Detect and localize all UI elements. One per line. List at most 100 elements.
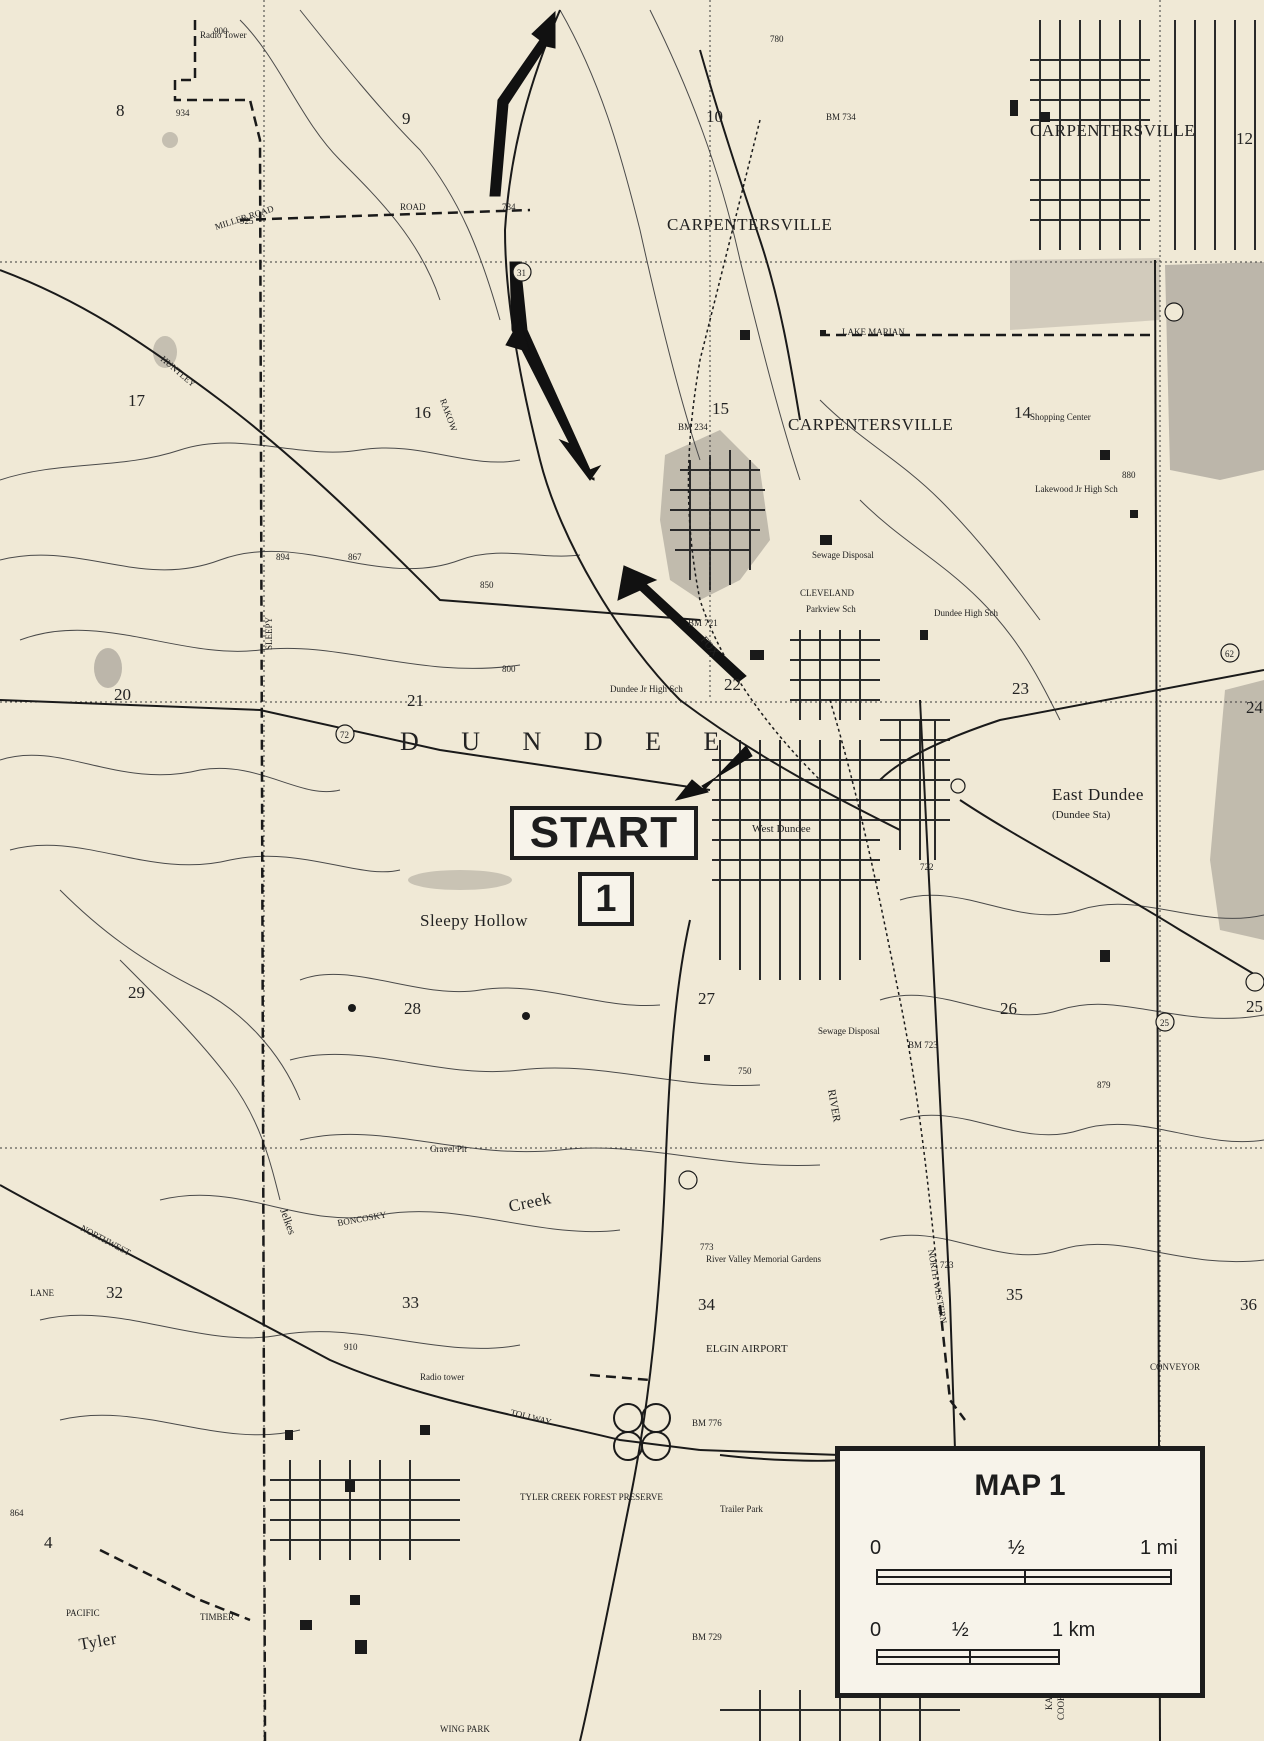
elevation-label: 750: [738, 1066, 752, 1076]
section-number: 27: [698, 989, 716, 1008]
contour-lines: [0, 9, 1264, 1436]
elevation-label: 925: [240, 216, 254, 226]
bm-776-label: BM 776: [692, 1418, 722, 1428]
route-shields: [335, 262, 1264, 1190]
pacific-label: PACIFIC: [66, 1608, 100, 1618]
dundee-jr-high-label: Dundee Jr High Sch: [610, 684, 683, 694]
section-number: 29: [128, 983, 145, 1002]
route-path: [489, 10, 753, 801]
carpentersville-mid-label: CARPENTERSVILLE: [788, 415, 953, 434]
sleepy-label: SLEEPY: [264, 616, 274, 650]
section-number: 4: [44, 1533, 53, 1552]
huntley-label: HUNTLEY: [159, 354, 198, 389]
elevation-label: 867: [348, 552, 362, 562]
scale-km-end: 1 km: [1052, 1619, 1096, 1641]
scale-bar-km: [876, 1649, 1060, 1665]
bm-729-label: BM 729: [692, 1632, 722, 1642]
elevation-label: 780: [770, 34, 784, 44]
scale-mi-half: ½: [1008, 1537, 1025, 1559]
scale-km-half: ½: [952, 1619, 969, 1641]
lane-label: LANE: [30, 1288, 54, 1298]
elevation-label: 722: [920, 862, 934, 872]
wing-park-label: WING PARK: [440, 1724, 490, 1734]
boncosky-label: BONCOSKY: [337, 1209, 388, 1228]
route-number: 31: [517, 268, 526, 278]
carpentersville-top-label: CARPENTERSVILLE: [667, 215, 832, 234]
section-number: 25: [1246, 997, 1263, 1016]
section-number: 22: [724, 675, 741, 694]
elevation-label: 894: [276, 552, 290, 562]
jelkes-label: Jelkes: [277, 1207, 297, 1236]
section-number: 17: [128, 391, 146, 410]
section-number: 24: [1246, 698, 1264, 717]
buildings: [285, 100, 1138, 1654]
route-numbers: 31 72 25 62: [340, 268, 1234, 1028]
trailer-park-label: Trailer Park: [720, 1504, 763, 1514]
rail-lines: [687, 119, 941, 1301]
scale-mi-end: 1 mi: [1140, 1537, 1178, 1559]
section-numbers: 8 9 10 12 16 17 15 14 21 22 23 24 20 29 …: [44, 101, 1264, 1552]
urban-areas: [94, 132, 1264, 940]
dundee-sta-label: (Dundee Sta): [1052, 809, 1111, 821]
gravel-pit-label: Gravel Pit: [430, 1144, 467, 1154]
east-dundee-label: East Dundee: [1052, 785, 1144, 804]
cook-label: COOK: [1056, 1694, 1066, 1720]
conveyor-label: CONVEYOR: [1150, 1362, 1200, 1372]
section-number: 36: [1240, 1295, 1257, 1314]
section-number: 9: [402, 109, 411, 128]
section-number: 23: [1012, 679, 1029, 698]
scale-bar-midline: [878, 1656, 1058, 1658]
elevation-labels: 900 850 800 750 780 880 864 925 934 894 …: [10, 26, 1136, 1518]
elevation-label: 910: [344, 1342, 358, 1352]
scale-mi-zero: 0: [870, 1537, 882, 1559]
timber-label: TIMBER: [200, 1612, 234, 1622]
street-grids: [270, 20, 1256, 1741]
map-legend: MAP 1 0 ½ 1 mi 0 ½ 1 km: [835, 1446, 1205, 1698]
creek-label: Creek: [507, 1188, 553, 1216]
elevation-label: 864: [10, 1508, 24, 1518]
elevation-label: 784: [502, 202, 516, 212]
rakow-label: RAKOW: [438, 397, 459, 433]
section-number: 12: [1236, 129, 1253, 148]
section-number: 28: [404, 999, 421, 1018]
bm-721-label: BM 721: [688, 618, 718, 628]
shopping-center-label: Shopping Center: [1030, 412, 1091, 422]
section-number: 34: [698, 1295, 716, 1314]
section-number: 21: [407, 691, 424, 710]
lakewood-label: Lakewood Jr High Sch: [1035, 484, 1118, 494]
township-boundaries: [99, 20, 1150, 1741]
scale-bar-midline: [878, 1576, 1170, 1578]
carpentersville-small-label: CARPENTERSVILLE: [1030, 121, 1195, 140]
bm-234-label: BM 234: [678, 422, 708, 432]
dundee-high-label: Dundee High Sch: [934, 608, 998, 618]
map-title: MAP 1: [974, 1469, 1066, 1502]
fox-label: FOX: [698, 634, 721, 659]
sleepy-hollow-label: Sleepy Hollow: [420, 911, 528, 930]
elgin-airport-label: ELGIN AIRPORT: [706, 1343, 788, 1355]
section-number: 16: [414, 403, 431, 422]
bm-734-label: BM 734: [826, 112, 856, 122]
west-dundee-label: West Dundee: [752, 823, 811, 835]
parkview-label: Parkview Sch: [806, 604, 856, 614]
river-label: RIVER: [825, 1088, 843, 1123]
cleveland-label: CLEVELAND: [800, 588, 854, 598]
lake-marian-label: LAKE MARIAN: [842, 327, 905, 337]
scale-km-zero: 0: [870, 1619, 882, 1641]
elevation-label: 934: [176, 108, 190, 118]
route-number: 72: [340, 730, 349, 740]
section-number: 14: [1014, 403, 1032, 422]
radio-tower-top-label: Radio Tower: [200, 30, 246, 40]
section-number: 35: [1006, 1285, 1023, 1304]
scale-bar-miles: [876, 1569, 1172, 1585]
sewage-disposal-2-label: Sewage Disposal: [818, 1026, 880, 1036]
elevation-label: 723: [940, 1260, 954, 1270]
road-label: ROAD: [400, 202, 426, 212]
roads: [0, 9, 1264, 1741]
start-marker: START: [510, 806, 698, 860]
section-number: 26: [1000, 999, 1017, 1018]
elevation-label: 773: [700, 1242, 714, 1252]
elevation-label: 850: [480, 580, 494, 590]
